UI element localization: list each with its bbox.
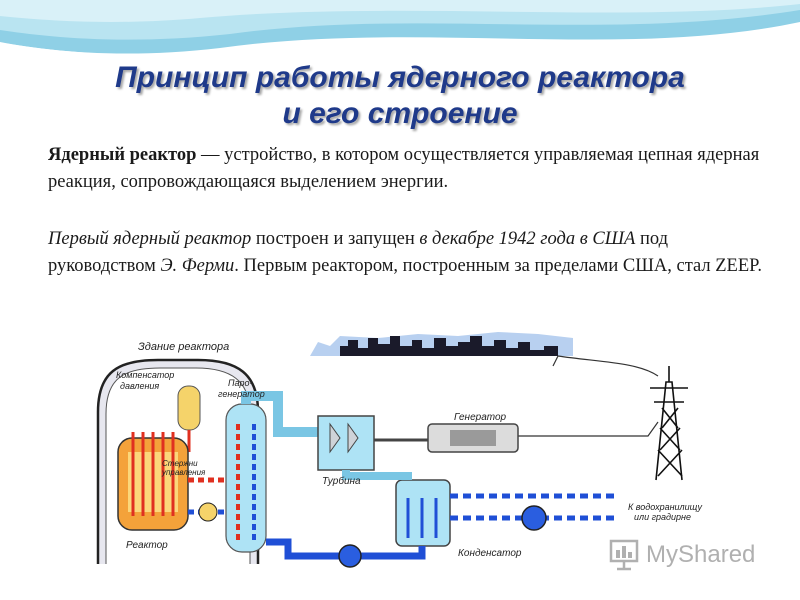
label-generator: Генератор (454, 412, 507, 423)
watermark-logo-icon (609, 539, 639, 571)
history-part-4: под руководством (48, 229, 669, 276)
pressurizer (177, 385, 201, 452)
history-paragraph: Первый ядерный реактор построен и запуще… (48, 226, 768, 280)
title-line-2: и его строение (282, 97, 518, 130)
steam-generator (225, 403, 267, 553)
term-nuclear-reactor: Ядерный реактор (48, 145, 197, 165)
watermark-text: MyShared (646, 541, 756, 568)
turbine (317, 415, 428, 471)
label-reservoir-1: К водохранилищу (628, 502, 702, 512)
history-part-5: Э. Ферми (160, 256, 235, 276)
reactor-vessel (117, 432, 228, 531)
header-wave (0, 0, 800, 70)
label-rods-2: управления (161, 468, 206, 477)
watermark: MyShared (608, 535, 755, 575)
reactor-diagram: Здание реактора Компенсатор давления Пар… (96, 332, 702, 568)
history-part-1: Первый ядерный реактор (48, 229, 252, 249)
label-steamgen-1: Паро- (228, 378, 253, 388)
history-part-6: . Первым реактором, построенным за преде… (234, 256, 763, 276)
label-pressurizer-1: Компенсатор (116, 370, 174, 380)
title-line-1: Принцип работы ядерного реактора (115, 61, 685, 94)
city-skyline (310, 332, 573, 356)
definition-paragraph: Ядерный реактор — устройство, в котором … (48, 142, 768, 196)
label-rods-1: Стержни (162, 459, 198, 468)
label-steamgen-2: генератор (218, 389, 265, 399)
label-building: Здание реактора (138, 341, 229, 353)
history-part-2: построен и запущен (251, 229, 420, 249)
generator (427, 423, 519, 453)
label-reactor: Реактор (126, 540, 168, 551)
label-condenser: Конденсатор (458, 548, 522, 559)
history-part-3: в декабре 1942 года в США (419, 229, 636, 249)
pylon-icon (650, 366, 688, 481)
condenser (395, 479, 451, 547)
label-pressurizer-2: давления (120, 381, 159, 391)
label-reservoir-2: или градирне (634, 512, 691, 522)
label-turbine: Турбина (322, 475, 361, 487)
slide-title: Принцип работы ядерного реактора и его с… (0, 60, 800, 132)
definition-text: — устройство, в котором осуществляется у… (48, 145, 760, 192)
